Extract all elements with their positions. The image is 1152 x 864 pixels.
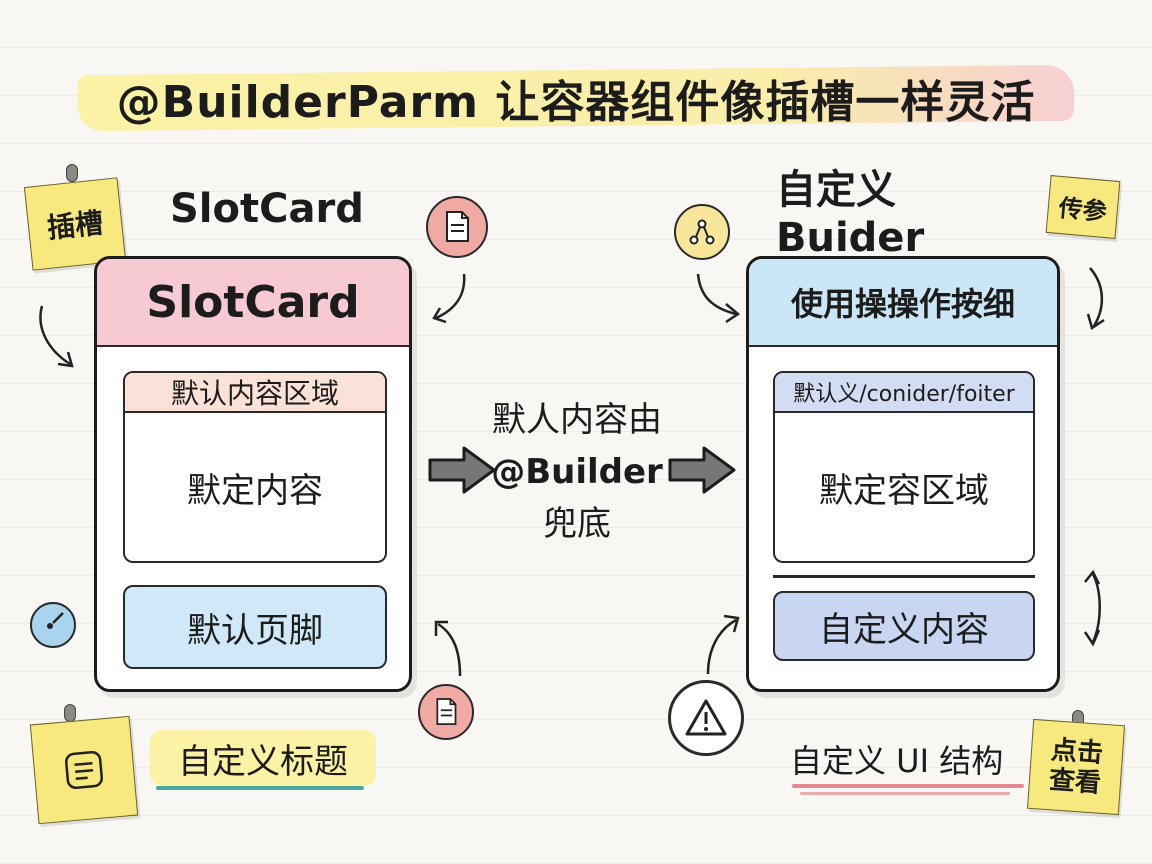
curved-arrow-icon bbox=[39, 305, 74, 368]
sticky-note-view: 点击 查看 bbox=[1026, 718, 1126, 816]
warning-icon bbox=[685, 699, 727, 736]
custom-content-panel: 默认义/conider/foiter 默定容区域 bbox=[773, 371, 1035, 563]
custom-footer: 自定义内容 bbox=[773, 591, 1035, 661]
pushpin-icon bbox=[66, 164, 78, 182]
right-arrow-icon bbox=[668, 446, 736, 494]
list-icon bbox=[64, 750, 104, 790]
default-content-header: 默认内容区域 bbox=[125, 373, 385, 413]
page-title: @BuilderParm 让容器组件像插槽一样灵活 bbox=[116, 77, 1036, 128]
custom-content-body: 默定容区域 bbox=[819, 470, 989, 511]
curved-arrow-icon bbox=[432, 273, 466, 324]
sticky-note-param: 传参 bbox=[1045, 175, 1121, 239]
document-icon-badge bbox=[418, 684, 474, 740]
custom-builder-card: 使用操操作按细 默认义/conider/foiter 默定容区域 自定义内容 bbox=[746, 256, 1060, 692]
title-banner: @BuilderParm 让容器组件像插槽一样灵活 bbox=[77, 62, 1075, 134]
right-arrow-icon bbox=[428, 446, 496, 494]
sticky-view-line1: 点击 bbox=[1050, 735, 1105, 769]
document-icon-badge bbox=[426, 196, 488, 258]
pink-underline-2 bbox=[800, 792, 1010, 795]
document-icon bbox=[446, 211, 469, 242]
share-icon-badge bbox=[674, 204, 730, 260]
custom-content-header: 默认义/conider/foiter bbox=[775, 373, 1033, 413]
divider bbox=[773, 575, 1035, 578]
slotcard-card: SlotCard 默认内容区域 默定内容 默认页脚 bbox=[94, 256, 412, 692]
middle-caption-line2: @Builder bbox=[491, 452, 663, 492]
pushpin-icon bbox=[64, 704, 76, 722]
label-highlight bbox=[150, 730, 376, 786]
default-content-body: 默定内容 bbox=[187, 470, 323, 511]
slotcard-header: SlotCard bbox=[97, 259, 409, 347]
middle-caption: 默人内容由 @Builder 兜底 bbox=[480, 394, 674, 550]
curved-arrow-icon bbox=[706, 614, 740, 675]
curved-arrow-icon bbox=[1086, 267, 1105, 330]
pink-underline bbox=[792, 784, 1024, 788]
warning-icon-badge bbox=[668, 680, 744, 756]
magnifier-icon bbox=[47, 612, 64, 629]
middle-caption-line1: 默人内容由 bbox=[492, 400, 662, 440]
document-icon bbox=[436, 698, 457, 725]
default-footer: 默认页脚 bbox=[123, 585, 387, 669]
teal-underline bbox=[156, 786, 364, 790]
default-content-panel: 默认内容区域 默定内容 bbox=[123, 371, 387, 563]
sticky-note-list bbox=[29, 715, 139, 825]
custom-builder-header: 使用操操作按细 bbox=[749, 259, 1057, 347]
middle-caption-line3: 兜底 bbox=[543, 504, 611, 544]
sticky-view-line2: 查看 bbox=[1047, 765, 1102, 799]
right-heading: 自定义 Buider bbox=[776, 167, 925, 261]
left-heading: SlotCard bbox=[170, 186, 364, 232]
custom-ui-label: 自定义 UI 结构 bbox=[790, 742, 1004, 780]
magnifier-icon-badge bbox=[30, 602, 76, 648]
share-icon bbox=[689, 219, 715, 245]
double-arrow-icon bbox=[1083, 569, 1101, 647]
curved-arrow-icon bbox=[696, 273, 741, 324]
curved-arrow-icon bbox=[434, 620, 462, 677]
custom-title-label: 自定义标题 bbox=[178, 741, 348, 782]
